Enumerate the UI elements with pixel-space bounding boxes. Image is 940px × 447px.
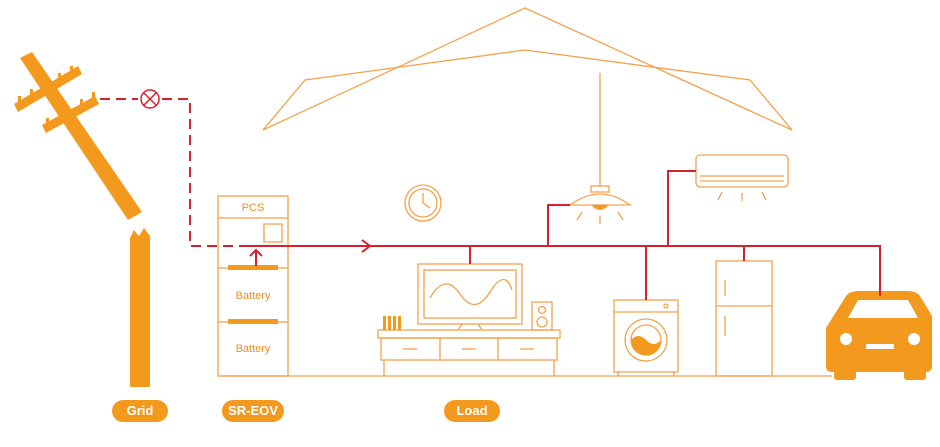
clock-icon <box>404 184 442 222</box>
house-roof <box>262 7 793 131</box>
storage-label: SR-EOV <box>222 400 284 422</box>
load-label: Load <box>444 400 500 422</box>
battery-label-upper: Battery <box>236 290 271 302</box>
ceiling-lamp-icon <box>568 73 632 224</box>
tv-icon <box>417 263 523 331</box>
disconnect-icon <box>140 89 160 109</box>
refrigerator-icon <box>715 260 773 377</box>
tv-cabinet <box>377 316 561 376</box>
power-pole-icon <box>14 52 150 387</box>
car-icon <box>826 291 932 380</box>
storage-unit: PCS Battery Battery <box>217 195 289 377</box>
backup-power-path <box>248 170 881 300</box>
grid-label: Grid <box>112 400 168 422</box>
washing-machine-icon <box>613 299 679 376</box>
speaker-icon <box>531 301 553 331</box>
grid-disconnected-path <box>100 98 248 247</box>
air-conditioner-icon <box>695 154 789 201</box>
battery-label-lower: Battery <box>236 343 271 355</box>
pcs-label: PCS <box>242 202 265 214</box>
